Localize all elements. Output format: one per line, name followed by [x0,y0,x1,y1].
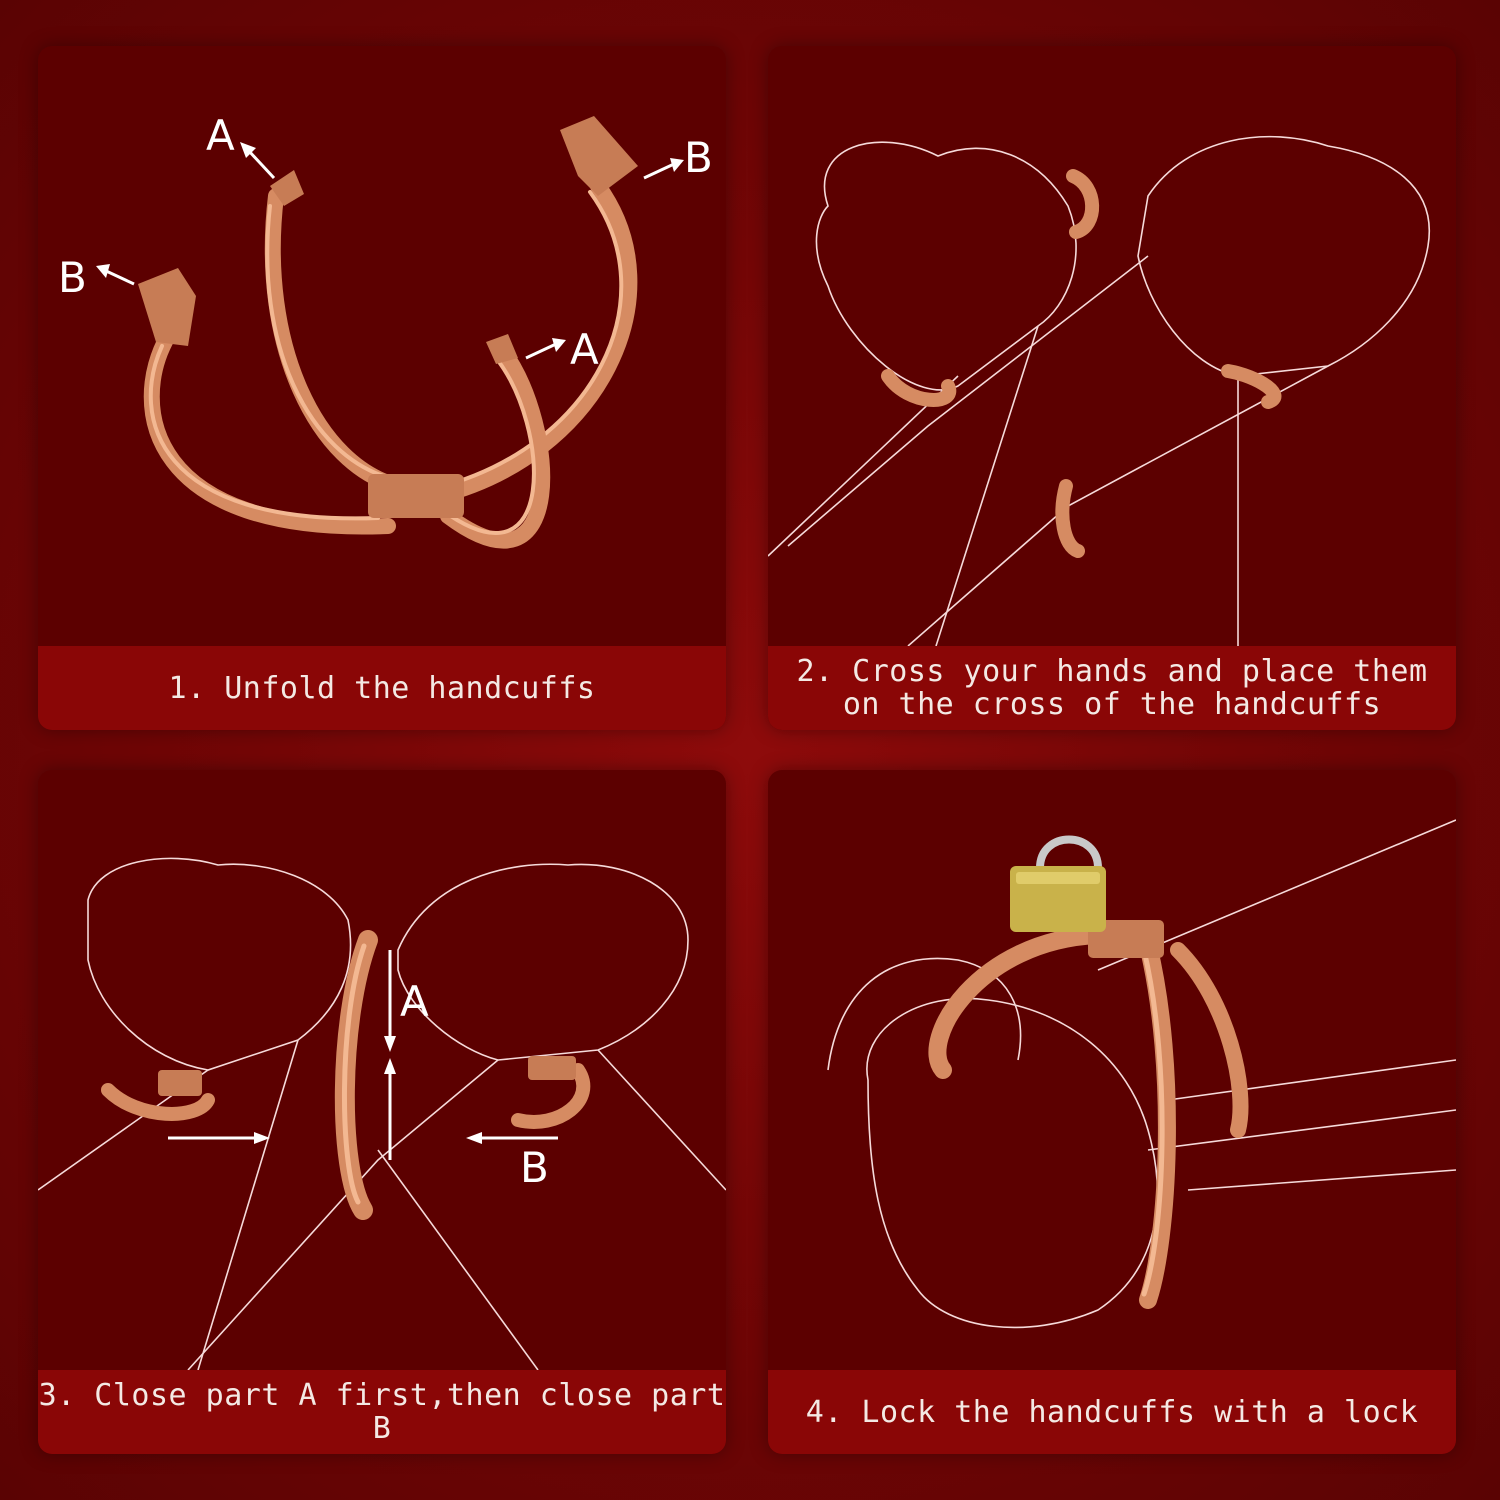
step-2-caption: 2. Cross your hands and place them on th… [768,646,1456,730]
label-a-front: A [570,325,599,374]
left-hand-outline [815,141,1077,391]
hinge [1088,920,1164,958]
step-3-caption: 3. Close part A first,then close part B [38,1370,726,1454]
forearm-line [377,1149,539,1370]
label-b: B [520,1143,549,1192]
forearm-line [787,255,1149,547]
forearm-line [1167,1059,1456,1101]
padlock-shackle [1036,835,1102,869]
step-2-caption-line-1: 2. Cross your hands and place them [796,654,1428,689]
left-hand-outline [87,857,352,1071]
locked-handcuffs-illustration [827,819,1456,1329]
label-a-top: A [206,111,235,160]
step-4-panel: 4. Lock the handcuffs with a lock [768,770,1456,1454]
step-4-caption: 4. Lock the handcuffs with a lock [768,1370,1456,1454]
forearm-line [1147,1109,1456,1151]
label-b-right: B [684,133,713,182]
cuff-end-b-right [560,116,638,196]
cuff-end-a-top [270,170,304,206]
hinge [368,474,464,518]
step-2-caption-line-2: on the cross of the handcuffs [842,687,1382,722]
front-hand-outline [866,997,1159,1329]
label-b-left: B [58,253,87,302]
right-hand-outline [1137,135,1431,377]
forearm-line [197,1039,299,1370]
back-hand-outline [827,957,1022,1071]
cuff-end-a-front [486,334,518,364]
forearm-line [597,1049,726,1191]
right-hand-outline [397,863,689,1061]
step-2-panel: 2. Cross your hands and place them on th… [768,46,1456,730]
forearm-line [935,325,1039,646]
label-a: A [400,977,429,1026]
step-1-panel: A B B A 1. Unfold the handcuffs [38,46,726,730]
forearm-line [187,1059,499,1370]
forearm-line [1187,1169,1456,1191]
unfolded-handcuffs-illustration: A B B A [58,111,713,549]
step-3-panel: A B 3. Close part A first,then close par… [38,770,726,1454]
crossed-hands-illustration [768,135,1431,646]
cuff-end-right [528,1056,576,1080]
closing-cuffs-illustration: A B [38,857,726,1370]
step-1-caption-text: 1. Unfold the handcuffs [168,670,596,706]
cuff-end-b-left [138,268,196,346]
step-1-caption: 1. Unfold the handcuffs [38,646,726,730]
step-3-caption-text: 3. Close part A first,then close part B [38,1378,726,1446]
cuff-end-left [158,1070,202,1096]
step-4-caption-text: 4. Lock the handcuffs with a lock [805,1394,1419,1430]
